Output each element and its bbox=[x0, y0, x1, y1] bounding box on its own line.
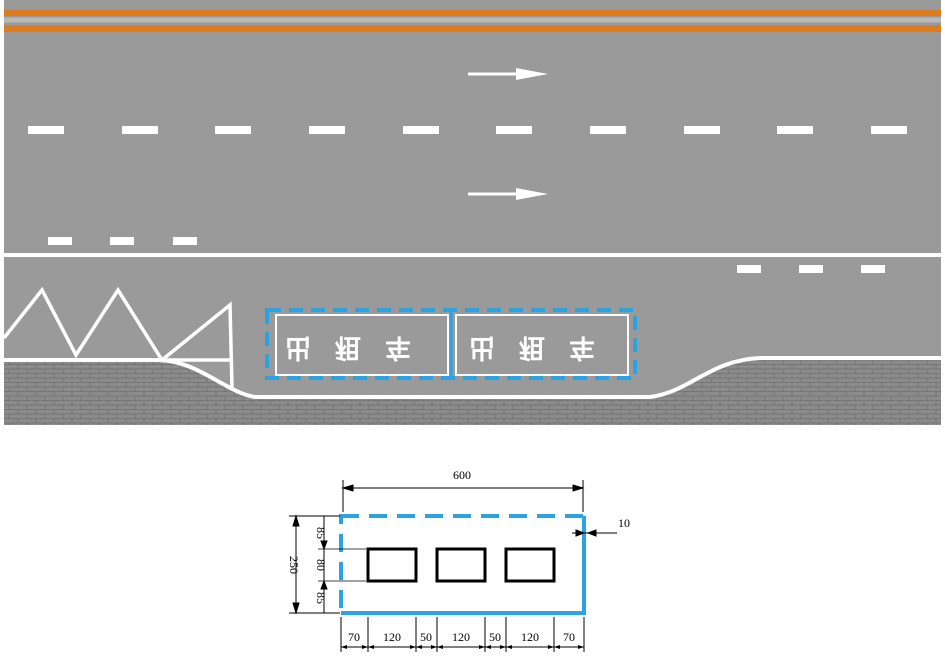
orange-edge-stripe-1 bbox=[4, 10, 941, 16]
dim-h-3: 120 bbox=[452, 630, 470, 644]
dim-vertical-mid: 80 bbox=[314, 559, 328, 571]
arrow-right-icon bbox=[468, 188, 548, 200]
bay-marking-text: 出租车 bbox=[285, 333, 435, 363]
road-plan: 出租车 出租车 bbox=[2, 0, 941, 425]
dim-line-width: 10 bbox=[618, 516, 630, 530]
arrow-right-icon bbox=[468, 68, 548, 80]
dim-total-height: 250 bbox=[287, 556, 301, 574]
char-box bbox=[366, 547, 418, 583]
char-box bbox=[435, 547, 487, 583]
dim-h-0: 70 bbox=[348, 630, 360, 644]
lane-center-dashes bbox=[28, 126, 907, 134]
short-dashes-left bbox=[48, 237, 197, 245]
taxi-bay-outline bbox=[265, 308, 637, 380]
char-box bbox=[504, 547, 556, 583]
zigzag-marking bbox=[2, 286, 234, 389]
dimension-detail: 600 10 250 85 80 85 bbox=[287, 468, 630, 652]
dim-h-6: 70 bbox=[563, 630, 575, 644]
solid-lane-divider bbox=[4, 253, 941, 257]
light-edge-line bbox=[4, 17, 941, 23]
bay-marking-text: 出租车 bbox=[469, 333, 619, 363]
dim-h-1: 120 bbox=[383, 630, 401, 644]
bay-text-right: 出租车 bbox=[469, 333, 619, 363]
dim-h-2: 50 bbox=[420, 630, 432, 644]
curb-line bbox=[4, 356, 941, 399]
dim-vertical-bottom: 85 bbox=[314, 592, 328, 604]
dim-vertical-top: 85 bbox=[314, 527, 328, 539]
bay-text-left: 出租车 bbox=[285, 333, 435, 363]
dim-total-width: 600 bbox=[453, 468, 471, 482]
orange-edge-stripe-2 bbox=[4, 25, 941, 32]
dim-h-4: 50 bbox=[489, 630, 501, 644]
short-dashes-right bbox=[737, 265, 885, 273]
dim-h-5: 120 bbox=[521, 630, 539, 644]
